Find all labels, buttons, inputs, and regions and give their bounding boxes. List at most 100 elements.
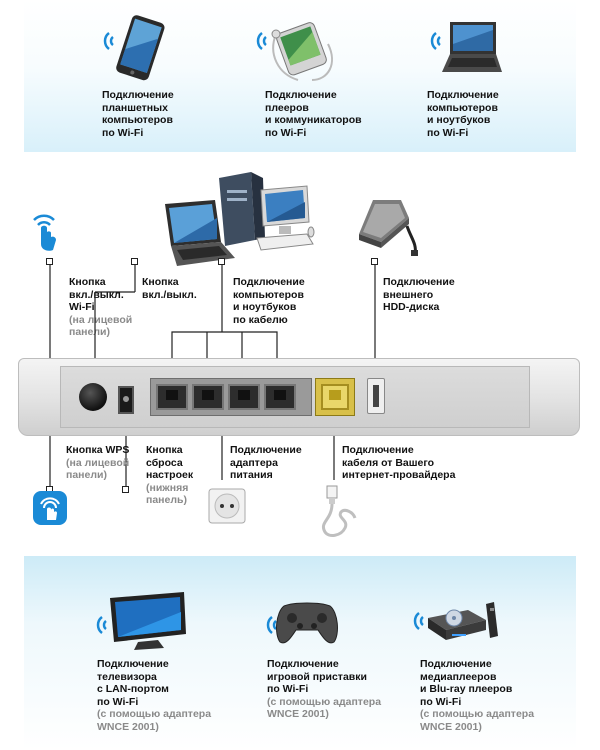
label-note: (с помощью адаптера [97, 708, 212, 720]
laptop-icon [165, 200, 235, 266]
power-outlet-icon [208, 488, 246, 524]
label-line: внешнего [383, 288, 434, 301]
callout-dot [218, 258, 225, 265]
label-line: медиаплееров [420, 670, 497, 683]
external-hdd-icon [359, 200, 418, 256]
label-line: и Blu-ray плееров [420, 683, 513, 695]
bluray-player-icon [428, 602, 498, 640]
label-line: настроек [146, 469, 194, 481]
callout-dot [122, 486, 129, 493]
wireless-devices-band-bottom [24, 556, 576, 750]
wan-connection-label: Подключение кабеля от Вашего интернет-пр… [342, 444, 455, 482]
label-line: с LAN-портом [97, 683, 169, 695]
gamepad-icon [276, 602, 338, 644]
callout-dot [46, 258, 53, 265]
player-wifi-label: Подключение плееров и коммуникаторов по … [265, 89, 362, 139]
label-line: Кнопка [69, 276, 106, 288]
label-line: по Wi-Fi [420, 695, 462, 708]
power-adapter-label: Подключение адаптера питания [230, 444, 302, 482]
label-line: кабеля от Вашего [342, 456, 435, 469]
tv-icon [110, 592, 186, 650]
label-line: по Wi-Fi [265, 126, 307, 139]
label-line: Подключение [267, 658, 339, 670]
label-line: по кабелю [233, 313, 288, 326]
label-note: WNCE 2001) [97, 720, 159, 733]
label-line: Wi-Fi [69, 301, 95, 313]
wps-icon [33, 491, 67, 525]
label-line: компьютеров [102, 114, 173, 126]
wifi-signal-icon [96, 616, 107, 634]
label-line: Подключение [420, 658, 492, 670]
wifi-button-icon [33, 214, 56, 251]
usb-port [367, 378, 385, 414]
wan-port [321, 384, 349, 410]
label-note: WNCE 2001) [267, 708, 329, 720]
label-line: Подключение [230, 444, 302, 456]
wifi-signal-icon [103, 32, 114, 50]
bluray-wifi-label: Подключение медиаплееров и Blu-ray плеер… [420, 658, 534, 733]
label-line: Подключение [427, 89, 499, 101]
label-line: интернет-провайдера [342, 469, 456, 481]
label-line: и коммуникаторов [265, 114, 362, 126]
wps-button [79, 383, 107, 411]
lan-port [264, 384, 296, 410]
wifi-signal-icon [413, 612, 424, 630]
lan-port [228, 384, 260, 410]
label-line: Кнопка [146, 444, 183, 456]
label-line: по Wi-Fi [267, 683, 309, 695]
label-note: (с помощью адаптера [267, 695, 382, 708]
label-line: адаптера [230, 456, 278, 469]
lan-port [156, 384, 188, 410]
label-line: игровой приставки [267, 670, 367, 683]
label-line: питания [230, 469, 273, 481]
ethernet-cable-icon [322, 485, 357, 537]
console-wifi-label: Подключение игровой приставки по Wi-Fi (… [267, 658, 381, 721]
lan-connection-label: Подключение компьютеров и ноутбуков по к… [233, 276, 305, 326]
tv-wifi-label: Подключение телевизора с LAN-портом по W… [97, 658, 211, 733]
label-line: компьютеров [233, 288, 304, 301]
label-line: по Wi-Fi [97, 695, 139, 708]
label-line: планшетных [102, 101, 168, 114]
label-line: и ноутбуков [233, 301, 297, 313]
wifi-signal-icon [256, 32, 267, 50]
wifi-button-label: Кнопка вкл./выкл. Wi-Fi (на лицевой пане… [69, 276, 132, 339]
label-line: вкл./выкл. [142, 288, 197, 301]
label-line: сброса [146, 456, 183, 469]
wifi-signal-icon [430, 32, 441, 50]
callout-dot [371, 258, 378, 265]
wps-button-label: Кнопка WPS (на лицевой панели) [66, 444, 129, 482]
hdd-connection-label: Подключение внешнего HDD-диска [383, 276, 455, 314]
label-note: панели) [66, 469, 107, 481]
label-note: (на лицевой [69, 313, 133, 326]
label-note: (с помощью адаптера [420, 708, 535, 720]
reset-button-label: Кнопка сброса настроек (нижняя панель) [146, 444, 193, 507]
label-line: Подключение [342, 444, 414, 456]
label-line: Подключение [233, 276, 305, 288]
label-line: Подключение [102, 89, 174, 101]
label-line: по Wi-Fi [102, 126, 144, 139]
label-note: панель) [146, 494, 187, 506]
label-line: плееров [265, 101, 309, 114]
label-line: Подключение [383, 276, 455, 288]
label-line: HDD-диска [383, 301, 440, 313]
label-line: по Wi-Fi [427, 126, 469, 139]
laptop-icon [442, 22, 502, 72]
laptop-wifi-label: Подключение компьютеров и ноутбуков по W… [427, 89, 499, 139]
label-line: Кнопка [142, 276, 179, 288]
media-player-icon [271, 22, 333, 81]
label-note: (на лицевой [66, 456, 130, 469]
callout-dot [131, 258, 138, 265]
label-line: компьютеров [427, 101, 498, 114]
power-button-label: Кнопка вкл./выкл. [142, 276, 197, 301]
label-note: (нижняя [146, 481, 189, 494]
label-line: Подключение [265, 89, 337, 101]
wifi-signal-icon [266, 616, 277, 634]
label-note: WNCE 2001) [420, 720, 482, 733]
reset-button [118, 386, 134, 414]
lan-port [192, 384, 224, 410]
tablet-icon [116, 15, 165, 81]
desktop-computer-icon [219, 172, 315, 251]
label-note: панели) [69, 326, 110, 338]
label-line: Кнопка WPS [66, 444, 130, 456]
tablet-wifi-label: Подключение планшетных компьютеров по Wi… [102, 89, 174, 139]
